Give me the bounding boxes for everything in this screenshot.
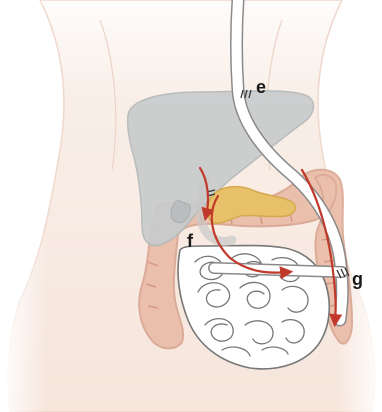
tube-branch [214, 268, 342, 272]
label-f: f [187, 231, 194, 251]
label-g: g [352, 269, 363, 289]
label-e: e [256, 77, 266, 97]
